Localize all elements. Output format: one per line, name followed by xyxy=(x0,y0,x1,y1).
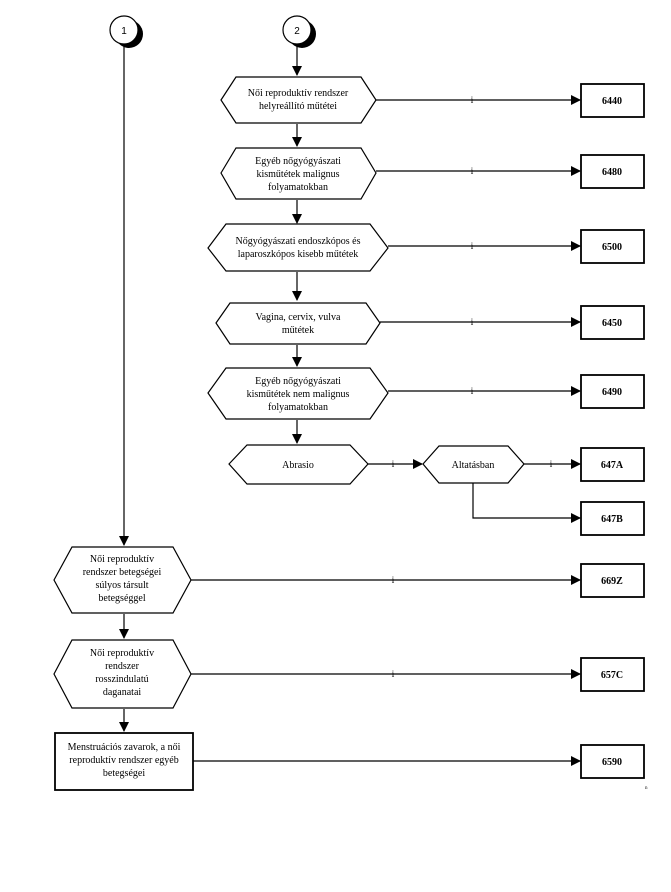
decision-node: Egyéb nőgyógyászati kisműtétek malignus … xyxy=(220,147,377,200)
decision-node-abrasio: Abrasio xyxy=(228,444,369,485)
code-box: 647A xyxy=(580,447,645,482)
node-text-line: rendszer xyxy=(105,661,140,672)
code-label: 647A xyxy=(601,460,624,471)
decision-node: Vagina, cervix, vulva műtétek xyxy=(215,302,381,345)
node-text-line: reproduktív rendszer egyéb xyxy=(69,755,178,766)
node-text-line: betegségei xyxy=(103,768,145,779)
process-box: Menstruációs zavarok, a női reproduktív … xyxy=(54,732,194,791)
edge-label: i xyxy=(471,95,474,105)
code-box: 657C xyxy=(580,657,645,692)
node-text-line: Abrasio xyxy=(282,460,314,471)
code-box: 6500 xyxy=(580,229,645,264)
code-box: 669Z xyxy=(580,563,645,598)
decision-node: Nőgyógyászati endoszkópos és laparoszkóp… xyxy=(207,223,389,272)
node-text-line: Egyéb nőgyógyászati xyxy=(255,376,341,387)
node-text-line: Vagina, cervix, vulva xyxy=(256,312,342,323)
node-text-line: Női reproduktív xyxy=(90,554,154,565)
footnote-mark: n xyxy=(645,786,648,791)
decision-node: Női reproduktív rendszer helyreállító mű… xyxy=(220,76,377,124)
node-text-line: műtétek xyxy=(282,325,314,336)
node-text-line: Menstruációs zavarok, a női xyxy=(68,742,181,753)
edge-label: i xyxy=(471,166,474,176)
node-text-line: rendszer betegségei xyxy=(83,567,162,578)
code-box: 6590 xyxy=(580,744,645,779)
node-text-line: betegséggel xyxy=(98,593,145,604)
code-label: 6500 xyxy=(602,242,622,253)
code-label: 657C xyxy=(601,670,623,681)
node-text-line: laparoszkópos kisebb műtétek xyxy=(238,249,359,260)
code-box: 647B xyxy=(580,501,645,536)
node-text-line: folyamatokban xyxy=(268,182,328,193)
edge-label: i xyxy=(471,317,474,327)
code-label: 6490 xyxy=(602,387,622,398)
node-text-line: rosszindulatú xyxy=(95,674,148,685)
code-box: 6450 xyxy=(580,305,645,340)
node-text-line: Altatásban xyxy=(452,460,495,471)
edge-arrow-no xyxy=(472,483,581,523)
decision-node: Női reproduktív rendszer betegségei súly… xyxy=(53,546,192,614)
decision-node: Női reproduktív rendszer rosszindulatú d… xyxy=(53,639,192,709)
connector-2: 2 xyxy=(282,15,316,48)
code-label: 6440 xyxy=(602,96,622,107)
node-text-line: kisműtétek nem malignus xyxy=(247,389,350,400)
edge-label: i xyxy=(392,669,395,679)
code-label: 647B xyxy=(601,514,623,525)
edge-label: i xyxy=(471,386,474,396)
code-label: 6590 xyxy=(602,757,622,768)
node-text-line: daganatai xyxy=(103,687,142,698)
connector-1: 1 xyxy=(109,15,143,48)
decision-node: Egyéb nőgyógyászati kisműtétek nem malig… xyxy=(207,367,389,420)
edge-label: i xyxy=(392,575,395,585)
decision-node-altatasban: Altatásban xyxy=(422,445,525,484)
node-text-line: Egyéb nőgyógyászati xyxy=(255,156,341,167)
node-text-line: helyreállító műtétei xyxy=(259,101,337,112)
code-label: 6450 xyxy=(602,318,622,329)
code-box: 6480 xyxy=(580,154,645,189)
code-box: 6490 xyxy=(580,374,645,409)
edge-label: i xyxy=(392,459,395,469)
node-text-line: Női reproduktív xyxy=(90,648,154,659)
code-label: 6480 xyxy=(602,167,622,178)
code-box: 6440 xyxy=(580,83,645,118)
edge-label: i xyxy=(471,241,474,251)
node-text-line: folyamatokban xyxy=(268,402,328,413)
connector-2-label: 2 xyxy=(294,26,300,37)
node-text-line: Női reproduktív rendszer xyxy=(248,88,349,99)
edge-label: i xyxy=(550,459,553,469)
connector-1-label: 1 xyxy=(121,26,127,37)
node-text-line: kisműtétek malignus xyxy=(256,169,339,180)
code-label: 669Z xyxy=(601,576,623,587)
node-text-line: Nőgyógyászati endoszkópos és xyxy=(236,236,361,247)
node-text-line: súlyos társult xyxy=(95,580,148,591)
